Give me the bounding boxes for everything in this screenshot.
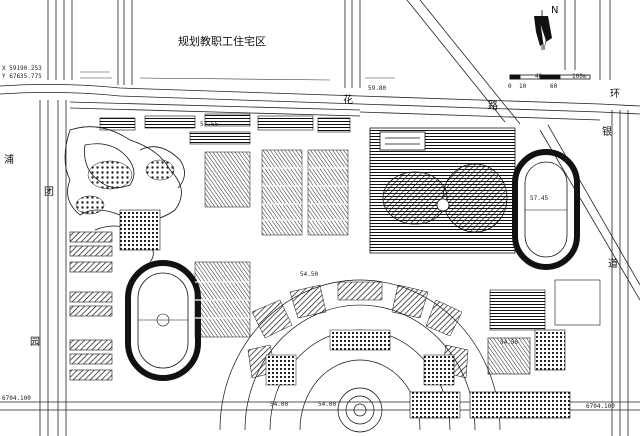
sports-track-left — [125, 260, 201, 381]
scale-tick-10: 10 — [519, 83, 527, 90]
road-label-pu: 浦 — [4, 155, 14, 166]
marker-2: 57.55 — [200, 121, 219, 128]
dorm-blocks — [194, 149, 349, 338]
marker-3: 54.50 — [500, 339, 519, 346]
stadium-top — [369, 127, 516, 254]
scale-tick-100m: 100m — [572, 73, 587, 80]
north-label: N — [551, 5, 559, 16]
road-label-hua: 花 — [343, 95, 353, 106]
map-title: 规划教职工住宅区 — [178, 35, 266, 48]
scale-tick-0: 0 — [508, 83, 512, 90]
road-label-yuan: 园 — [30, 337, 40, 348]
road-label-tuan: 团 — [44, 187, 54, 198]
marker-8: 6704.100 — [2, 395, 31, 402]
marker-7: 54.00 — [270, 401, 289, 408]
road-label-lu: 路 — [488, 101, 498, 112]
road-label-dao: 道 — [608, 259, 618, 270]
sports-track-right — [512, 149, 580, 270]
right-complex — [409, 279, 601, 419]
marker-5: 54.50 — [300, 271, 319, 278]
left-buildings — [69, 209, 161, 381]
road-label-huan: 环 — [610, 89, 620, 100]
north-arrow-icon — [534, 10, 552, 51]
scale-tick-40: 40 — [535, 73, 543, 80]
marker-1: 59.80 — [368, 85, 387, 92]
road-label-yin: 银 — [602, 127, 612, 138]
coord-x: X 59190.253 — [2, 65, 42, 72]
coord-y: Y 67635.775 — [2, 73, 42, 80]
scale-bar-icon — [509, 74, 591, 80]
marker-6: 54.00 — [318, 401, 337, 408]
marker-9: 6704.100 — [586, 403, 615, 410]
marker-4: 57.45 — [530, 195, 549, 202]
scale-tick-60: 60 — [550, 83, 558, 90]
